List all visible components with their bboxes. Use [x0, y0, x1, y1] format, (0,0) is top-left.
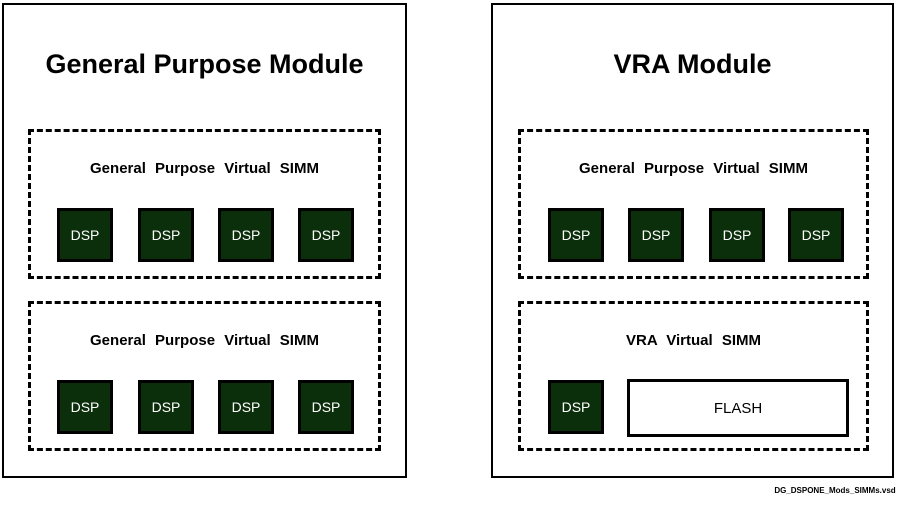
vra-general-purpose-virtual-simm-group-label: General Purpose Virtual SIMM — [579, 160, 808, 177]
vra-module: VRA Module General Purpose Virtual SIMM … — [491, 3, 894, 478]
dsp-block[interactable]: DSP — [57, 380, 113, 434]
vra-general-purpose-virtual-simm-group: General Purpose Virtual SIMM DSP DSP DSP… — [518, 129, 869, 279]
general-purpose-module-title: General Purpose Module — [45, 49, 364, 79]
dsp-block[interactable]: DSP — [548, 380, 604, 434]
dsp-block[interactable]: DSP — [218, 208, 274, 262]
dsp-block[interactable]: DSP — [298, 208, 354, 262]
gp-virtual-simm-group-1-label: General Purpose Virtual SIMM — [90, 160, 319, 177]
dsp-block[interactable]: DSP — [138, 380, 194, 434]
dsp-block[interactable]: DSP — [709, 208, 765, 262]
vra-module-title: VRA Module — [613, 49, 772, 79]
flash-block[interactable]: FLASH — [627, 379, 849, 437]
vra-virtual-simm-group: VRA Virtual SIMM DSP FLASH — [518, 301, 869, 451]
dsp-block[interactable]: DSP — [218, 380, 274, 434]
vra-virtual-simm-group-label: VRA Virtual SIMM — [625, 332, 762, 349]
dsp-block[interactable]: DSP — [628, 208, 684, 262]
gp-virtual-simm-group-2: General Purpose Virtual SIMM DSP DSP DSP… — [28, 301, 381, 451]
dsp-block[interactable]: DSP — [788, 208, 844, 262]
general-purpose-module: General Purpose Module General Purpose V… — [2, 3, 407, 478]
dsp-block[interactable]: DSP — [57, 208, 113, 262]
gp-virtual-simm-group-1: General Purpose Virtual SIMM DSP DSP DSP… — [28, 129, 381, 279]
diagram-source-filename-caption: DG_DSPONE_Mods_SIMMs.vsd — [774, 486, 896, 495]
gp-virtual-simm-group-2-label: General Purpose Virtual SIMM — [90, 332, 319, 349]
dsp-block[interactable]: DSP — [548, 208, 604, 262]
dsp-block[interactable]: DSP — [298, 380, 354, 434]
dsp-block[interactable]: DSP — [138, 208, 194, 262]
